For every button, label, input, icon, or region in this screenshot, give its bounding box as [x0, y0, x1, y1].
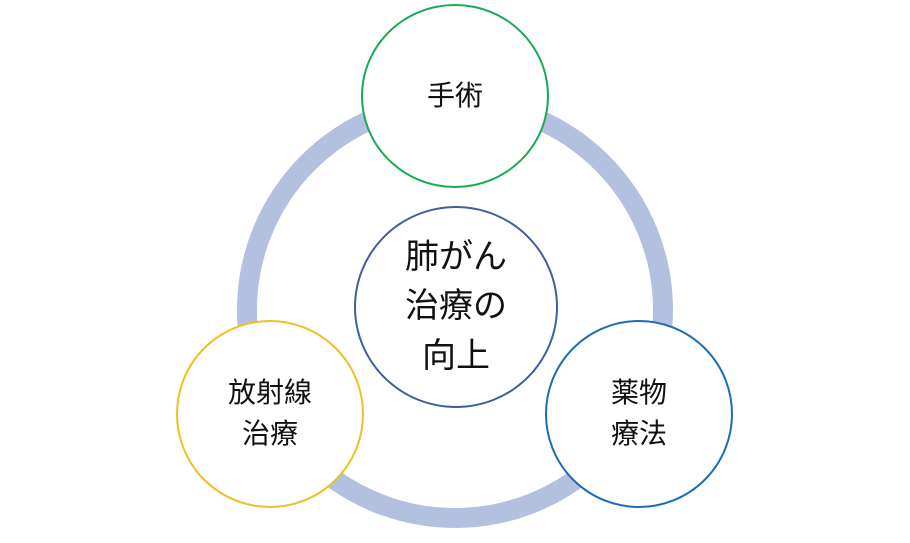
radiation-label-line-1: 放射線 — [227, 376, 312, 410]
surgery-label: 手術 — [426, 78, 483, 112]
lung-cancer-treatment-node: 肺がん 治療の 向上 — [354, 206, 558, 408]
drug-therapy-node: 薬物 療法 — [545, 320, 733, 508]
center-label-line-2: 治療の — [405, 286, 507, 327]
surgery-node: 手術 — [361, 4, 549, 188]
drug-label-line-1: 薬物 — [610, 376, 667, 410]
radiation-therapy-node: 放射線 治療 — [176, 320, 364, 508]
center-label-line-3: 向上 — [422, 335, 490, 376]
radiation-label-line-2: 治療 — [241, 417, 298, 450]
drug-label-line-2: 療法 — [610, 417, 667, 450]
center-label-line-1: 肺がん — [405, 237, 507, 278]
